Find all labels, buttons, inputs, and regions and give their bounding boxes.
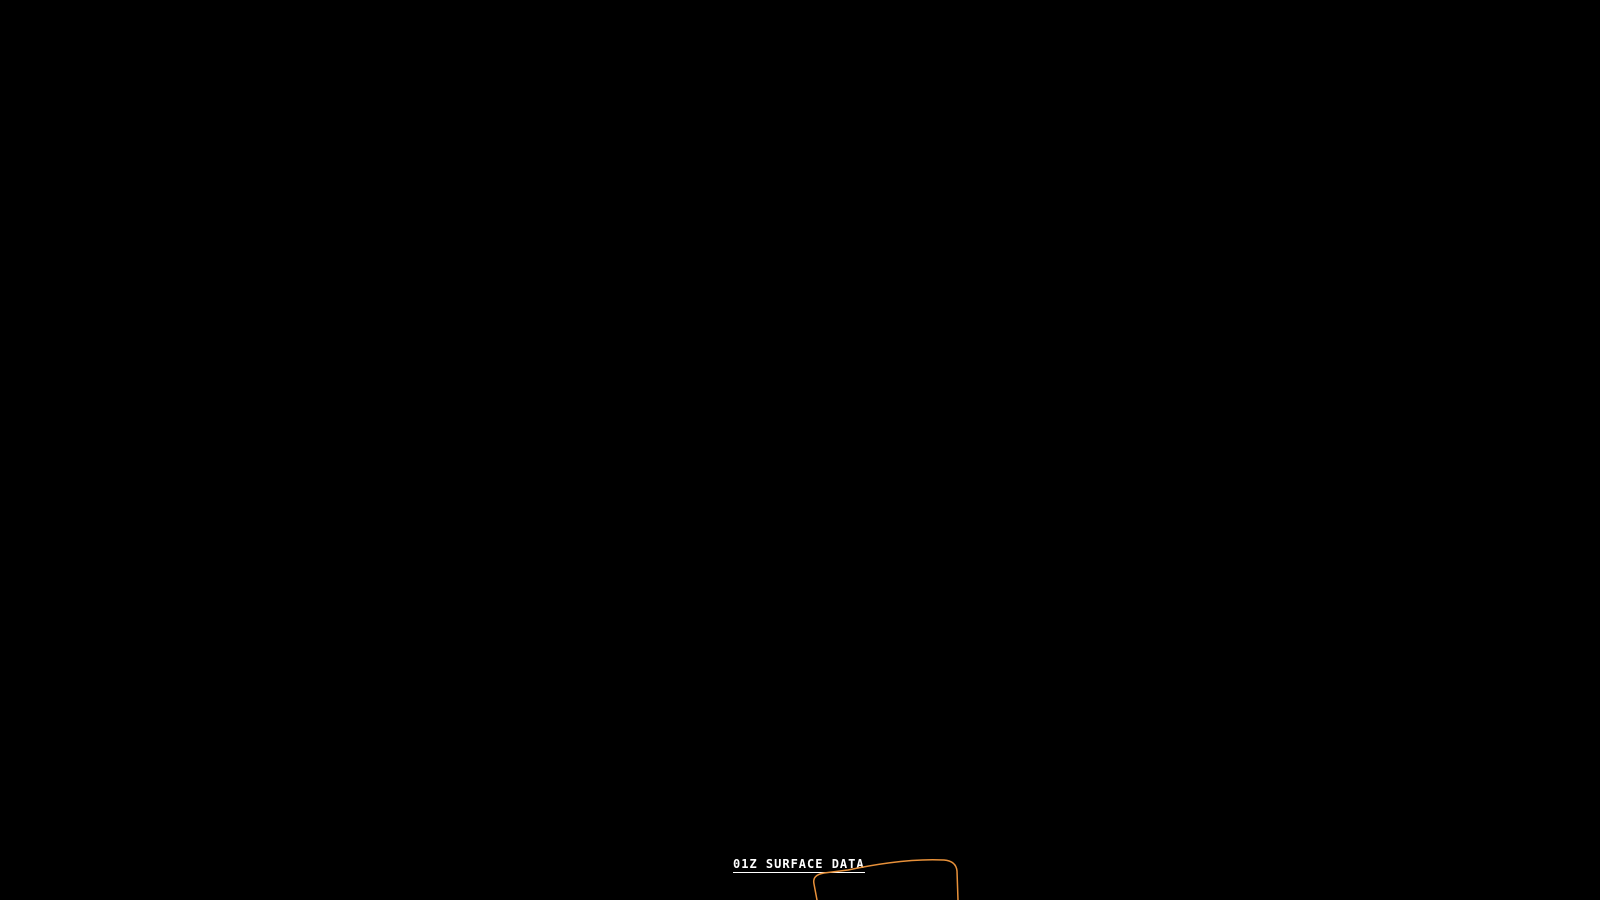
surface-data-label: 01Z SURFACE DATA	[733, 857, 865, 873]
